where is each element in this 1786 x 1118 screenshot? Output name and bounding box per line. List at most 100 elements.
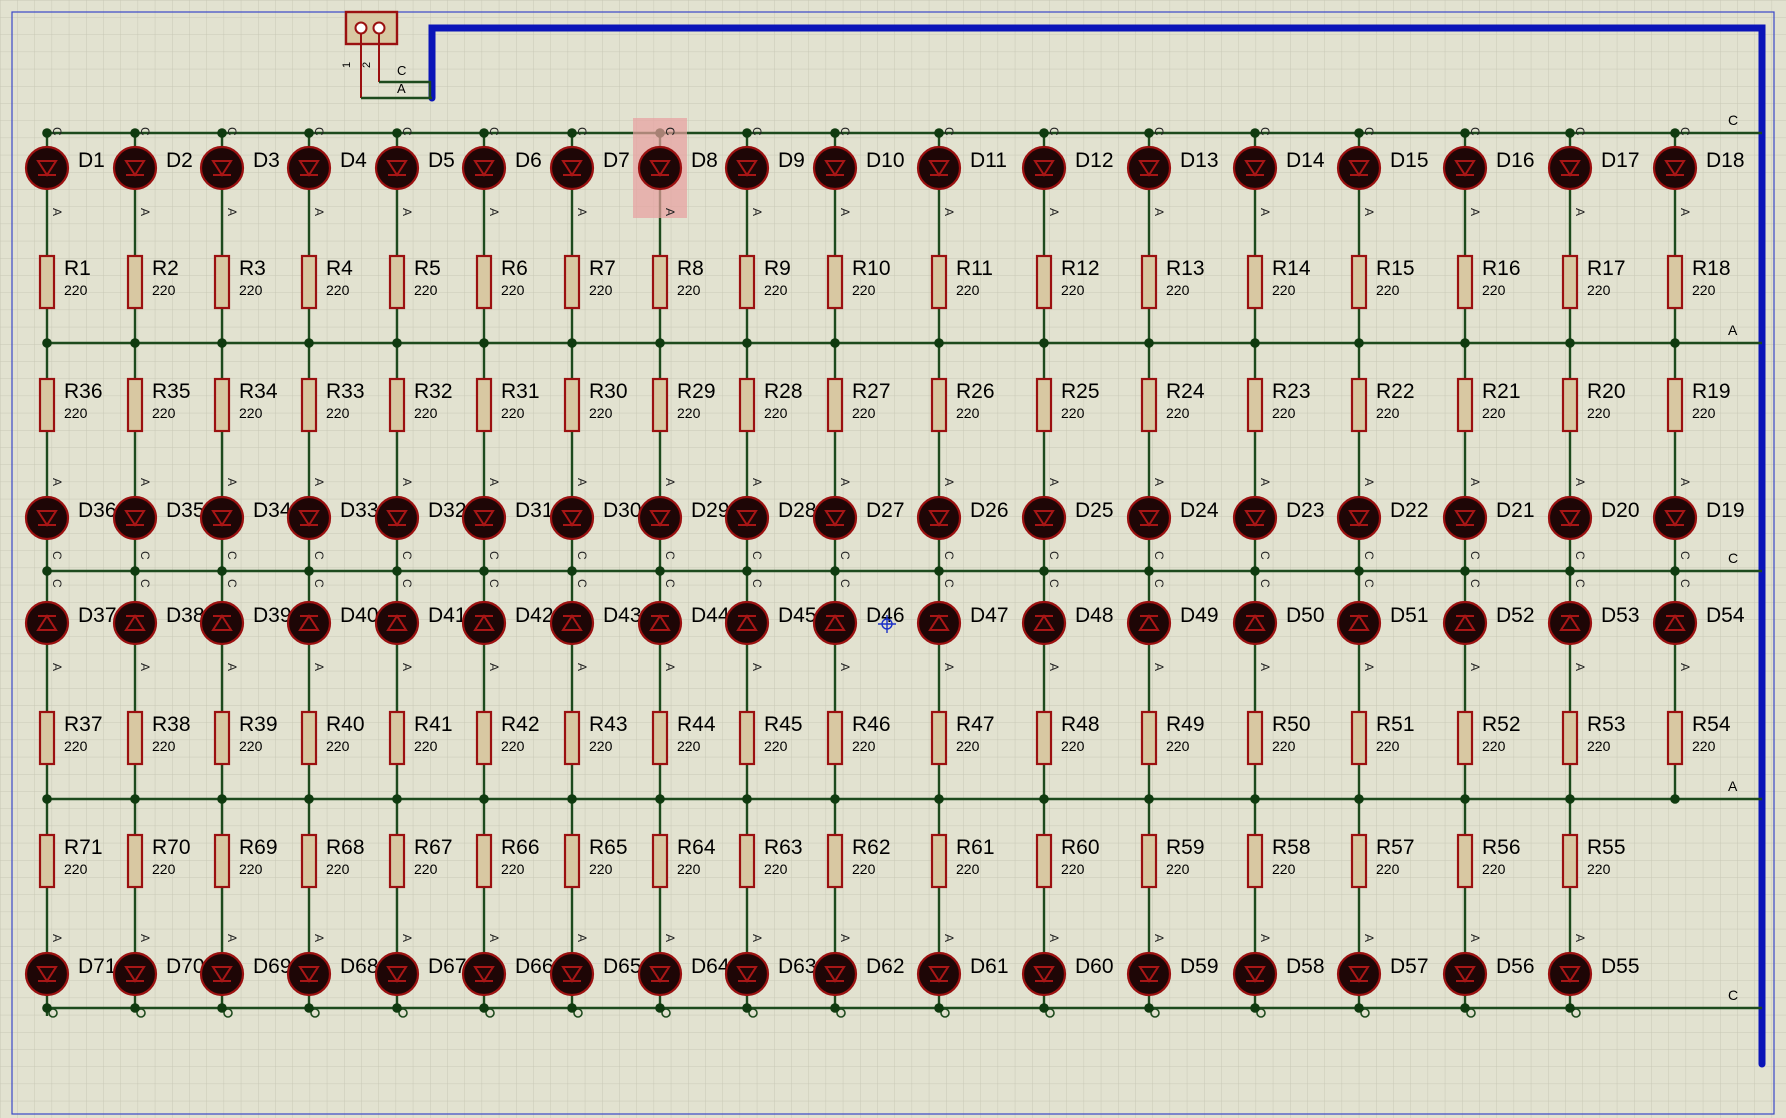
- led-d70[interactable]: D70: [112, 951, 205, 997]
- led-d12[interactable]: D12: [1021, 145, 1114, 191]
- led-d28[interactable]: D28: [724, 495, 817, 541]
- led-d65[interactable]: D65: [549, 951, 642, 997]
- led-d38[interactable]: D38: [112, 600, 205, 646]
- led-d40[interactable]: D40: [286, 600, 379, 646]
- led-d5[interactable]: D5: [374, 145, 455, 191]
- led-d55[interactable]: D55: [1547, 951, 1640, 997]
- led-d32[interactable]: D32: [374, 495, 467, 541]
- led-d57[interactable]: D57: [1336, 951, 1429, 997]
- led-d58[interactable]: D58: [1232, 951, 1325, 997]
- led-d31[interactable]: D31: [461, 495, 554, 541]
- led-d46[interactable]: D46: [812, 600, 905, 646]
- led-d4[interactable]: D4: [286, 145, 367, 191]
- led-d67[interactable]: D67: [374, 951, 467, 997]
- led-d51[interactable]: D51: [1336, 600, 1429, 646]
- led-d52[interactable]: D52: [1442, 600, 1535, 646]
- led-d64[interactable]: D64: [637, 951, 730, 997]
- led-d8[interactable]: D8: [633, 118, 718, 218]
- led-d6[interactable]: D6: [461, 145, 542, 191]
- led-d33[interactable]: D33: [286, 495, 379, 541]
- led-d36[interactable]: D36: [24, 495, 117, 541]
- led-d66[interactable]: D66: [461, 951, 554, 997]
- led-d24[interactable]: D24: [1126, 495, 1219, 541]
- led-d13[interactable]: D13: [1126, 145, 1219, 191]
- components[interactable]: D1R1220R36220D36D37R37220R71220D71D2R222…: [24, 118, 1745, 997]
- led-d30[interactable]: D30: [549, 495, 642, 541]
- led-d54[interactable]: D54: [1652, 600, 1745, 646]
- led-d27[interactable]: D27: [812, 495, 905, 541]
- led-d59[interactable]: D59: [1126, 951, 1219, 997]
- led-d21[interactable]: D21: [1442, 495, 1535, 541]
- led-d63[interactable]: D63: [724, 951, 817, 997]
- led-d17[interactable]: D17: [1547, 145, 1640, 191]
- led-d9[interactable]: D9: [724, 145, 805, 191]
- led-d18[interactable]: D18: [1652, 145, 1745, 191]
- led-d19[interactable]: D19: [1652, 495, 1745, 541]
- led-d50[interactable]: D50: [1232, 600, 1325, 646]
- led-d56[interactable]: D56: [1442, 951, 1535, 997]
- led-d71[interactable]: D71: [24, 951, 117, 997]
- led-d45[interactable]: D45: [724, 600, 817, 646]
- led-d49[interactable]: D49: [1126, 600, 1219, 646]
- led-d20[interactable]: D20: [1547, 495, 1640, 541]
- led-d26[interactable]: D26: [916, 495, 1009, 541]
- led-d22[interactable]: D22: [1336, 495, 1429, 541]
- led-d29[interactable]: D29: [637, 495, 730, 541]
- led-d1[interactable]: D1: [24, 145, 105, 191]
- led-d41[interactable]: D41: [374, 600, 467, 646]
- led-d47[interactable]: D47: [916, 600, 1009, 646]
- led-d3[interactable]: D3: [199, 145, 280, 191]
- led-d2[interactable]: D2: [112, 145, 193, 191]
- led-d14[interactable]: D14: [1232, 145, 1325, 191]
- led-d16[interactable]: D16: [1442, 145, 1535, 191]
